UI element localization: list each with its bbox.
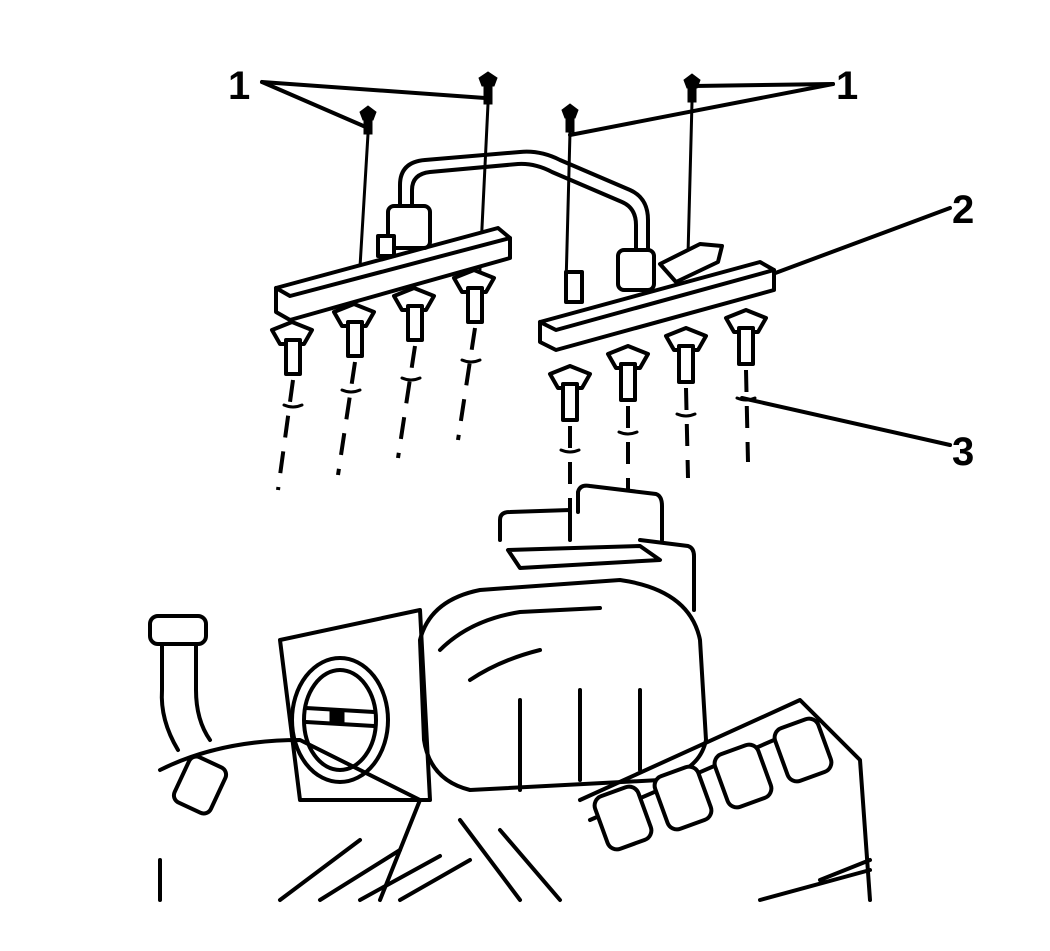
fuel-injector — [332, 302, 376, 476]
crossover-fuel-tube — [398, 149, 650, 252]
callout-1-right: 1 — [836, 64, 859, 108]
fuel-rail-right — [538, 242, 776, 352]
fuel-injector — [724, 308, 768, 463]
ignition-coils — [171, 716, 834, 852]
fuel-injector — [452, 268, 496, 441]
fuel-rail-left — [274, 204, 512, 322]
leader-line-3 — [740, 396, 952, 447]
fuel-injector — [548, 364, 592, 520]
leader-lines-1-left — [260, 80, 487, 130]
leader-lines-1-right — [568, 82, 835, 137]
callout-1-left: 1 — [228, 64, 251, 108]
fuel-injector — [270, 320, 314, 491]
fuel-injector — [664, 326, 708, 479]
injectors-left-bank — [270, 268, 496, 491]
bolt-icon — [683, 73, 701, 257]
fuel-injector — [392, 286, 436, 459]
callout-3: 3 — [952, 430, 975, 474]
bolt-icon — [561, 103, 579, 287]
leader-line-2 — [768, 206, 952, 277]
intake-manifold-engine — [148, 483, 872, 902]
callout-2: 2 — [952, 188, 975, 232]
injectors-right-bank — [548, 308, 768, 520]
fuel-injector — [606, 344, 650, 492]
